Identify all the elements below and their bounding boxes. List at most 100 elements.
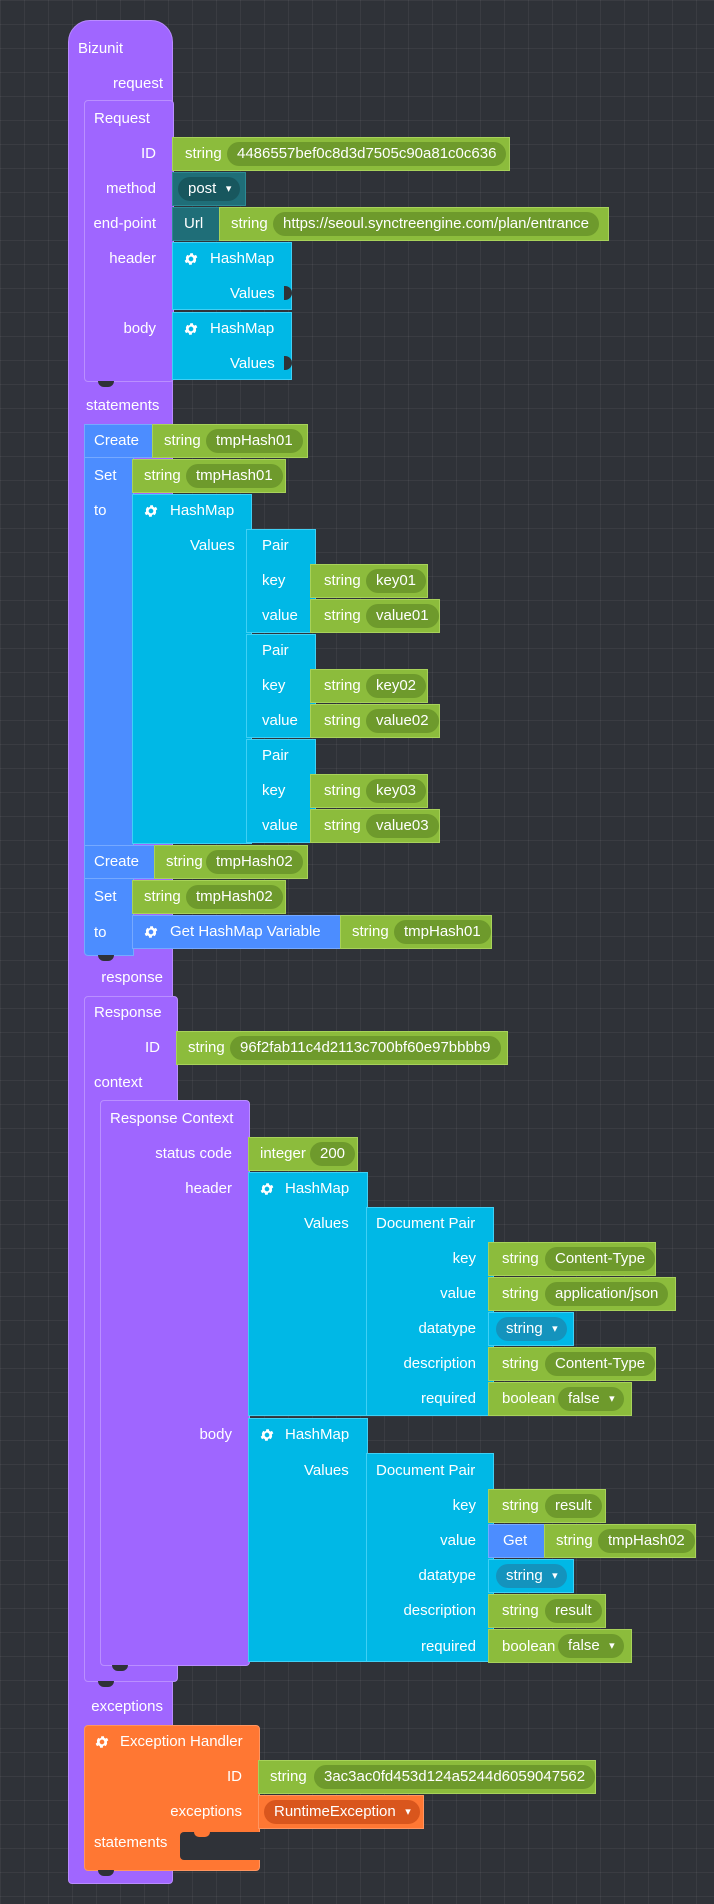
header-key-field[interactable]: Content-Type (545, 1247, 656, 1271)
pair-block[interactable] (246, 739, 316, 843)
request-block[interactable] (84, 100, 174, 382)
statements-hashmap[interactable] (132, 494, 252, 844)
header-description-field[interactable]: Content-Type (545, 1352, 656, 1376)
var-name-field[interactable]: tmpHash02 (206, 850, 303, 874)
value-field[interactable]: value02 (366, 709, 439, 733)
pair-block[interactable] (246, 529, 316, 633)
key-field[interactable]: key03 (366, 779, 427, 803)
string-type-label: string (324, 817, 361, 834)
request-id-label: ID (141, 145, 156, 162)
datatype-label: datatype (418, 1320, 476, 1337)
response-id-label: ID (145, 1039, 160, 1056)
request-title: Request (94, 110, 150, 127)
string-type-label: string (324, 572, 361, 589)
body-datatype-dropdown[interactable]: string (496, 1564, 567, 1588)
hashmap-label: HashMap (210, 250, 275, 267)
pair-block[interactable] (246, 634, 316, 738)
values-input-socket (284, 356, 292, 370)
response-id-field[interactable]: 96f2fab11c4d2113c700bf60e97bbbb9 (230, 1036, 501, 1060)
var-name-field[interactable]: tmpHash01 (206, 429, 303, 453)
block-notch (98, 381, 114, 387)
var-name-field[interactable]: tmpHash02 (186, 885, 283, 909)
exception-handler-title: Exception Handler (120, 1733, 243, 1750)
create-block-1[interactable] (84, 424, 154, 458)
body-value-var-field[interactable]: tmpHash02 (598, 1529, 695, 1553)
string-type-label: string (324, 677, 361, 694)
gear-icon[interactable] (183, 321, 199, 337)
string-type-label: string (502, 1285, 539, 1302)
exception-id-field[interactable]: 3ac3ac0fd453d124a5244d6059047562 (314, 1765, 596, 1789)
gear-icon[interactable] (259, 1427, 275, 1443)
gear-icon[interactable] (143, 924, 159, 940)
exception-statements-label: statements (94, 1834, 168, 1851)
body-description-field[interactable]: result (545, 1599, 602, 1623)
pair-label: Pair (262, 642, 289, 659)
boolean-type-label: boolean (502, 1638, 556, 1655)
string-type-label: string (231, 215, 268, 232)
string-type-label: string (502, 1602, 539, 1619)
boolean-type-label: boolean (502, 1390, 556, 1407)
values-input-socket (284, 286, 292, 300)
body-required-dropdown[interactable]: false (558, 1634, 624, 1658)
response-body-hashmap[interactable] (248, 1418, 368, 1662)
pair-label: Pair (262, 537, 289, 554)
string-type-label: string (324, 782, 361, 799)
value-field[interactable]: value01 (366, 604, 439, 628)
request-header-label: header (109, 250, 156, 267)
value-label: value (262, 817, 298, 834)
to-label: to (94, 502, 107, 519)
set-label: Set (94, 888, 117, 905)
header-value-field[interactable]: application/json (545, 1282, 669, 1306)
url-label: Url (184, 215, 204, 232)
bizunit-title: Bizunit (78, 40, 124, 57)
key-label: key (262, 677, 286, 694)
set-label: Set (94, 467, 117, 484)
required-label: required (420, 1390, 476, 1407)
key-label: key (262, 782, 286, 799)
exception-id-label: ID (227, 1768, 242, 1785)
header-datatype-dropdown[interactable]: string (496, 1317, 567, 1341)
body-key-field[interactable]: result (545, 1494, 602, 1518)
url-field[interactable]: https://seoul.synctreengine.com/plan/ent… (273, 212, 600, 236)
value-label: value (440, 1532, 476, 1549)
document-pair-label: Document Pair (376, 1462, 476, 1479)
create-label: Create (94, 853, 140, 870)
document-pair-block[interactable] (366, 1207, 494, 1416)
status-code-field[interactable]: 200 (310, 1142, 356, 1166)
empty-statement-slot[interactable] (180, 1832, 260, 1860)
gear-icon[interactable] (94, 1734, 110, 1750)
values-label: Values (230, 285, 275, 302)
gear-icon[interactable] (259, 1181, 275, 1197)
context-label: context (94, 1074, 143, 1091)
string-type-label: string (502, 1355, 539, 1372)
response-context-block[interactable] (100, 1100, 250, 1666)
required-label: required (420, 1638, 476, 1655)
response-header-hashmap[interactable] (248, 1172, 368, 1416)
exceptions-type-dropdown[interactable]: RuntimeException (264, 1800, 420, 1824)
create-label: Create (94, 432, 140, 449)
key-label: key (452, 1250, 476, 1267)
request-id-field[interactable]: 4486557bef0c8d3d7505c90a81c0c636 (227, 142, 507, 166)
method-dropdown[interactable]: post (178, 177, 241, 201)
get-hashmap-variable-block[interactable] (132, 915, 342, 949)
request-body-label: body (123, 320, 156, 337)
gear-icon[interactable] (183, 251, 199, 267)
header-required-dropdown[interactable]: false (558, 1387, 624, 1411)
document-pair-block[interactable] (366, 1453, 494, 1662)
key-field[interactable]: key02 (366, 674, 427, 698)
string-type-label: string (556, 1532, 593, 1549)
value-field[interactable]: value03 (366, 814, 439, 838)
var-name-field[interactable]: tmpHash01 (186, 464, 283, 488)
request-endpoint-label: end-point (93, 215, 156, 232)
key-field[interactable]: key01 (366, 569, 427, 593)
gear-icon[interactable] (143, 503, 159, 519)
string-type-label: string (166, 853, 203, 870)
hashmap-label: HashMap (285, 1180, 350, 1197)
request-slot-label: request (112, 75, 163, 92)
integer-type-label: integer (260, 1145, 306, 1162)
exceptions-type-label: exceptions (170, 1803, 242, 1820)
datatype-label: datatype (418, 1567, 476, 1584)
var-name-field[interactable]: tmpHash01 (394, 920, 491, 944)
hashmap-label: HashMap (285, 1426, 350, 1443)
document-pair-label: Document Pair (376, 1215, 476, 1232)
